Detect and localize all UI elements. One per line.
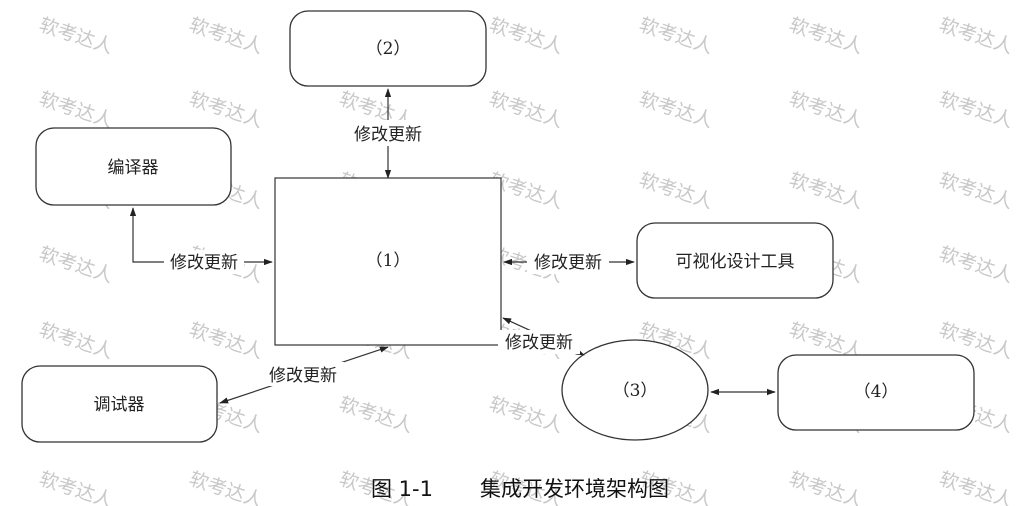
node-visual-tool-box (636, 222, 834, 299)
node-circle-label: （3） (613, 381, 658, 401)
node-circle-ellipse (561, 339, 709, 441)
node-debugger-box (21, 365, 218, 443)
watermark-text: 软考达人 (36, 14, 115, 58)
node-compiler-label: 编译器 (108, 158, 159, 178)
watermark-text: 软考达人 (636, 14, 715, 58)
watermark-text: 软考达人 (36, 468, 115, 506)
watermark-text: 软考达人 (336, 393, 415, 437)
edge-label-bg (527, 250, 609, 274)
node-visual-tool-label: 可视化设计工具 (676, 252, 795, 272)
node-compiler-box (35, 127, 232, 206)
node-debugger-label: 调试器 (94, 395, 145, 415)
edge-label-compiler: 修改更新 (170, 253, 238, 273)
node-right-far-box (777, 354, 975, 431)
edge-label-bg (346, 120, 430, 146)
watermark-text: 软考达人 (786, 14, 865, 58)
node-right-far-label: （4） (854, 382, 899, 402)
watermark-text: 软考达人 (636, 88, 715, 132)
edge-label-top: 修改更新 (354, 125, 422, 145)
node-top-label: （2） (366, 39, 411, 59)
watermark-text: 软考达人 (936, 14, 1015, 58)
figure-title: 集成开发环境架构图 (480, 477, 669, 501)
node-center-label: （1） (366, 251, 411, 271)
watermark-text: 软考达人 (186, 319, 265, 363)
edge-label-bg (498, 330, 580, 354)
watermark-text: 软考达人 (186, 14, 265, 58)
watermark-text: 软考达人 (636, 169, 715, 213)
watermark-text: 软考达人 (186, 468, 265, 506)
edge-label-circle: 修改更新 (505, 333, 573, 353)
edge-label-debugger: 修改更新 (269, 366, 337, 386)
watermark-text: 软考达人 (36, 319, 115, 363)
watermark-text: 软考达人 (486, 88, 565, 132)
watermark-text: 软考达人 (936, 169, 1015, 213)
watermark-text: 软考达人 (36, 243, 115, 287)
watermark-text: 软考达人 (486, 14, 565, 58)
watermark-text: 软考达人 (786, 88, 865, 132)
edge-label-bg (164, 250, 244, 274)
watermark-text: 软考达人 (936, 468, 1015, 506)
edge-label-visual: 修改更新 (534, 253, 602, 273)
watermark-text: 软考达人 (186, 88, 265, 132)
edge-label-bg (262, 362, 344, 386)
watermark-text: 软考达人 (786, 468, 865, 506)
watermark-text: 软考达人 (936, 88, 1015, 132)
watermark-text: 软考达人 (486, 393, 565, 437)
watermark-text: 软考达人 (36, 88, 115, 132)
watermark-text: 软考达人 (786, 169, 865, 213)
node-top-box (289, 10, 487, 87)
watermark-text: 软考达人 (936, 243, 1015, 287)
node-center-box (274, 177, 502, 346)
figure-number: 图 1-1 (371, 477, 433, 501)
